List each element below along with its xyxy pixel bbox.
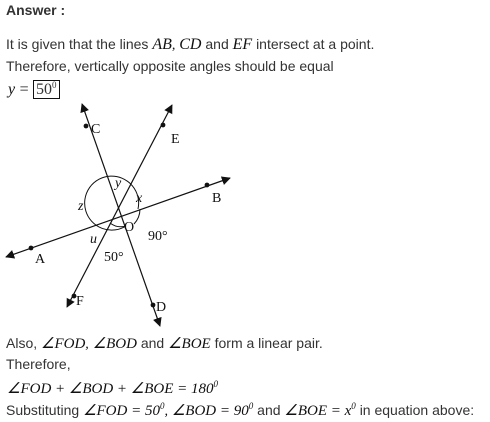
given-statement: It is given that the lines AB, CD and EF… <box>6 36 375 53</box>
line-cd-stroke <box>80 103 162 327</box>
line-ab: AB <box>152 36 172 53</box>
angle-arc-bod <box>133 208 141 225</box>
therefore-statement: Therefore, vertically opposite angles sh… <box>6 58 334 74</box>
label-d: D <box>156 300 166 315</box>
angle-label-u: u <box>90 232 97 247</box>
therefore-label: Therefore, <box>6 356 71 372</box>
point-e-dot <box>160 122 166 128</box>
angle-arc-fod <box>109 222 127 228</box>
angle-label-y: y <box>113 176 122 191</box>
substitution-statement: Substituting ∠FOD = 500, ∠BOD = 900 and … <box>6 401 475 420</box>
angle-label-z: z <box>77 199 84 214</box>
label-a: A <box>35 252 46 267</box>
angle-arc-upper <box>84 175 140 231</box>
label-o: O <box>124 220 134 235</box>
point-d-dot <box>150 302 156 308</box>
label-c: C <box>91 122 100 137</box>
point-b-dot <box>204 182 210 188</box>
y-equation: y = 500 <box>8 80 60 99</box>
sum-equation: ∠FOD + ∠BOD + ∠BOE = 1800 <box>7 379 219 398</box>
intersecting-lines-figure: A B C D E F O y x z u 90° 50° <box>5 103 231 327</box>
line-ef-stroke <box>66 104 173 308</box>
angle-label-50: 50° <box>104 250 124 265</box>
point-f-dot <box>71 293 77 299</box>
angle-label-90: 90° <box>148 229 168 244</box>
label-b: B <box>212 191 221 206</box>
angle-label-x: x <box>135 191 143 206</box>
y-value-box: 500 <box>33 80 60 99</box>
label-e: E <box>171 132 180 147</box>
line-ef: EF <box>232 36 253 53</box>
line-cd: CD <box>179 36 202 53</box>
point-c-dot <box>83 123 89 129</box>
point-a-dot <box>28 245 34 251</box>
answer-heading: Answer : <box>6 2 66 18</box>
label-f: F <box>76 294 84 309</box>
linear-pair-statement: Also, ∠FOD, ∠BOD and ∠BOE form a linear … <box>6 335 323 352</box>
